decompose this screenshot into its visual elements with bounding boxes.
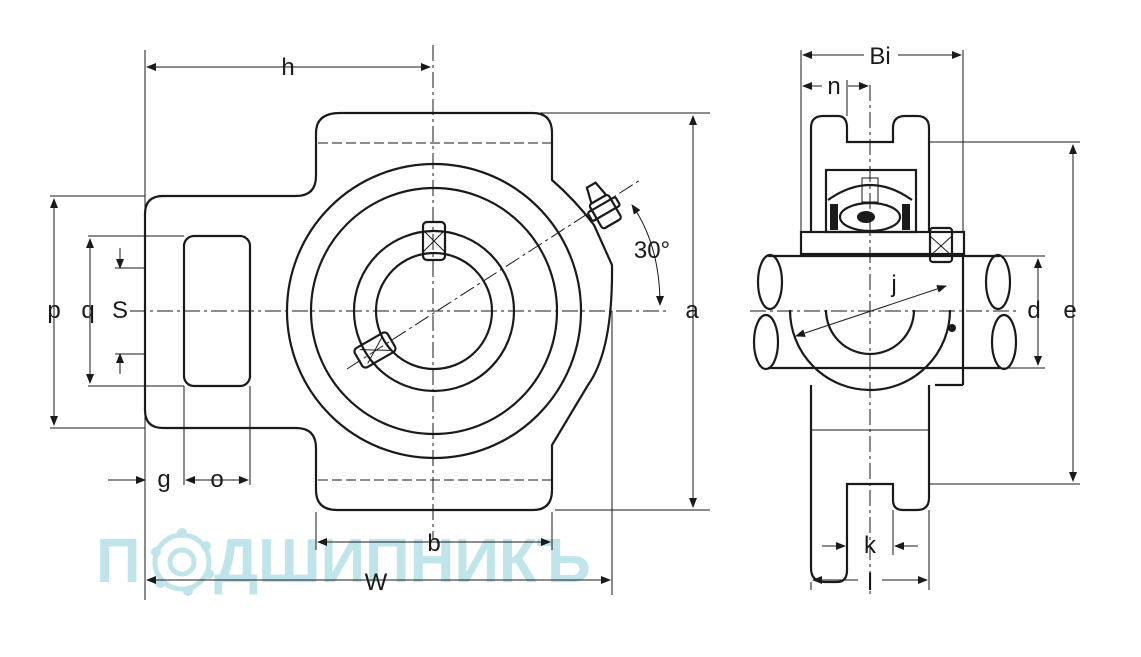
- label-e: e: [1063, 297, 1076, 324]
- label-h: h: [281, 54, 294, 81]
- label-s: S: [112, 297, 128, 324]
- dimension-labels: h Bi n 30° a p q S j d e g o b k W l: [47, 43, 1076, 596]
- brand-watermark: П ДШИПНИКЪ: [96, 527, 591, 596]
- label-b: b: [427, 530, 440, 557]
- label-a: a: [685, 297, 699, 324]
- label-w: W: [365, 569, 388, 596]
- side-flange: [799, 230, 966, 256]
- watermark-text-right: ДШИПНИКЪ: [214, 527, 591, 596]
- set-screw-angled: [353, 331, 397, 369]
- set-screw-top: [421, 220, 447, 262]
- shaft: [768, 254, 1000, 370]
- label-g: g: [157, 466, 170, 493]
- label-bi: Bi: [869, 43, 890, 70]
- label-p: p: [47, 297, 60, 324]
- label-j: j: [890, 271, 896, 298]
- label-q: q: [81, 297, 94, 324]
- label-k: k: [864, 532, 877, 559]
- housing-outline: [143, 111, 614, 512]
- label-angle: 30°: [634, 237, 670, 264]
- label-o: o: [210, 466, 223, 493]
- front-view: [50, 45, 710, 600]
- side-set-screw: [928, 226, 954, 264]
- watermark-balls: [151, 528, 214, 596]
- label-n: n: [827, 73, 840, 100]
- side-view: [750, 50, 1080, 595]
- label-l: l: [867, 569, 872, 596]
- watermark-text-left: П: [96, 527, 141, 596]
- label-d: d: [1027, 297, 1040, 324]
